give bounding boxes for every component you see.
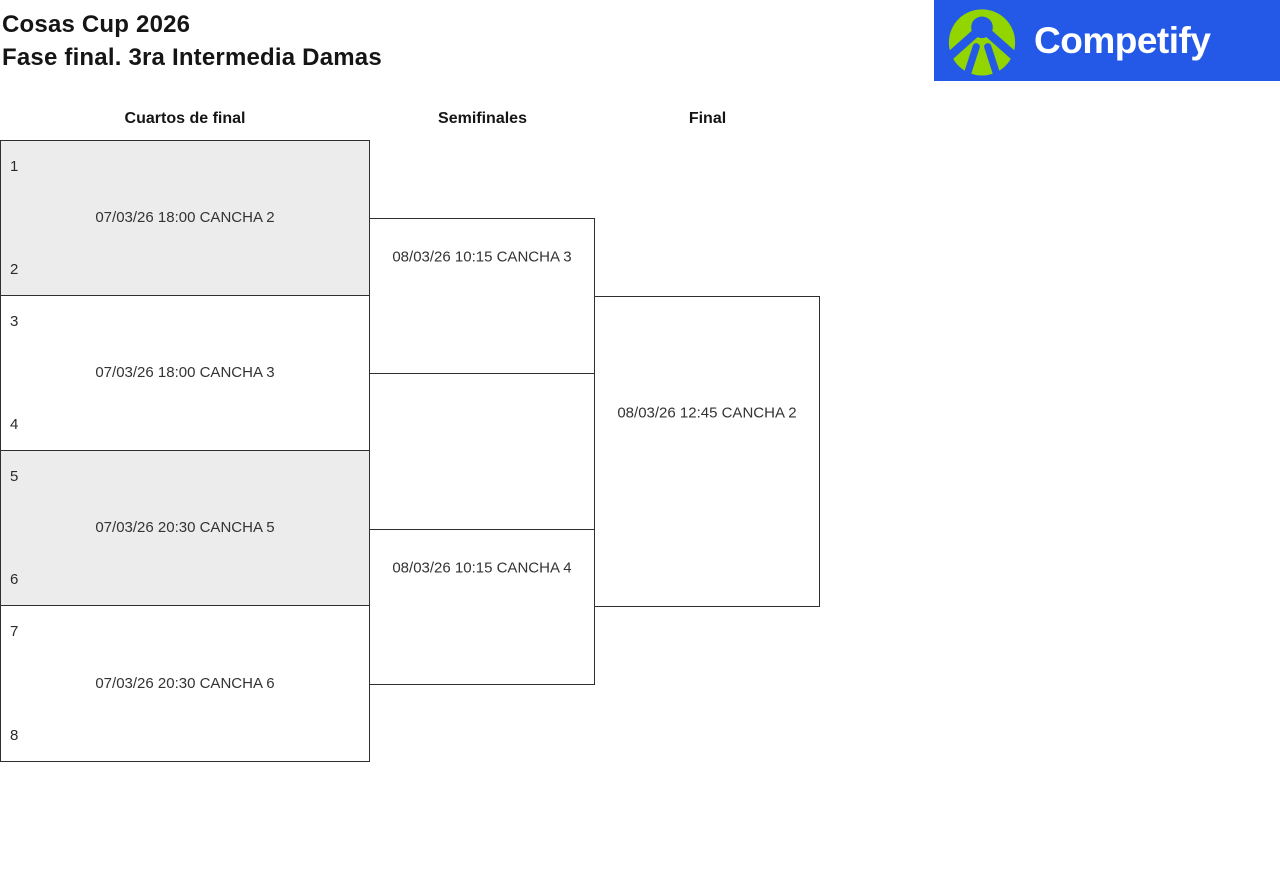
semifinal-match-1[interactable]: 08/03/26 10:15 CANCHA 3 (369, 218, 595, 374)
quarterfinal-match-4[interactable]: 7 07/03/26 20:30 CANCHA 6 8 (0, 605, 370, 762)
competify-person-circle-icon (946, 5, 1018, 77)
quarterfinal-match-2[interactable]: 3 07/03/26 18:00 CANCHA 3 4 (0, 295, 370, 451)
round-header-cuartos-de-final: Cuartos de final (124, 110, 246, 127)
seed-number: 2 (10, 260, 19, 278)
match-schedule-label: 08/03/26 10:15 CANCHA 4 (392, 559, 572, 577)
round-header-semifinales: Semifinales (438, 110, 527, 127)
quarterfinal-match-3[interactable]: 5 07/03/26 20:30 CANCHA 5 6 (0, 450, 370, 606)
final-match[interactable]: 08/03/26 12:45 CANCHA 2 (594, 296, 820, 607)
match-schedule-label: 07/03/26 20:30 CANCHA 6 (95, 674, 275, 692)
match-schedule-label: 07/03/26 18:00 CANCHA 2 (95, 209, 275, 227)
phase-category-subtitle: Fase final. 3ra Intermedia Damas (2, 44, 382, 71)
semifinal-match-2[interactable]: 08/03/26 10:15 CANCHA 4 (369, 529, 595, 685)
match-schedule-label: 08/03/26 12:45 CANCHA 2 (617, 404, 797, 421)
match-schedule-label: 07/03/26 18:00 CANCHA 3 (95, 364, 275, 382)
seed-number: 8 (10, 726, 19, 744)
quarterfinal-match-1[interactable]: 1 07/03/26 18:00 CANCHA 2 2 (0, 140, 370, 296)
tournament-name: Cosas Cup 2026 (2, 11, 191, 38)
seed-number: 1 (10, 158, 19, 176)
round-header-final: Final (688, 110, 727, 127)
match-schedule-label: 07/03/26 20:30 CANCHA 5 (95, 519, 275, 537)
match-schedule-label: 08/03/26 10:15 CANCHA 3 (392, 248, 572, 266)
seed-number: 6 (10, 570, 19, 588)
seed-number: 5 (10, 468, 19, 486)
competify-logo-banner: Competify (934, 0, 1280, 81)
seed-number: 4 (10, 415, 19, 433)
competify-logo-text: Competify (1034, 19, 1211, 61)
seed-number: 3 (10, 313, 19, 331)
seed-number: 7 (10, 623, 19, 641)
page-title: Cosas Cup 2026 Fase final. 3ra Intermedi… (2, 8, 382, 74)
